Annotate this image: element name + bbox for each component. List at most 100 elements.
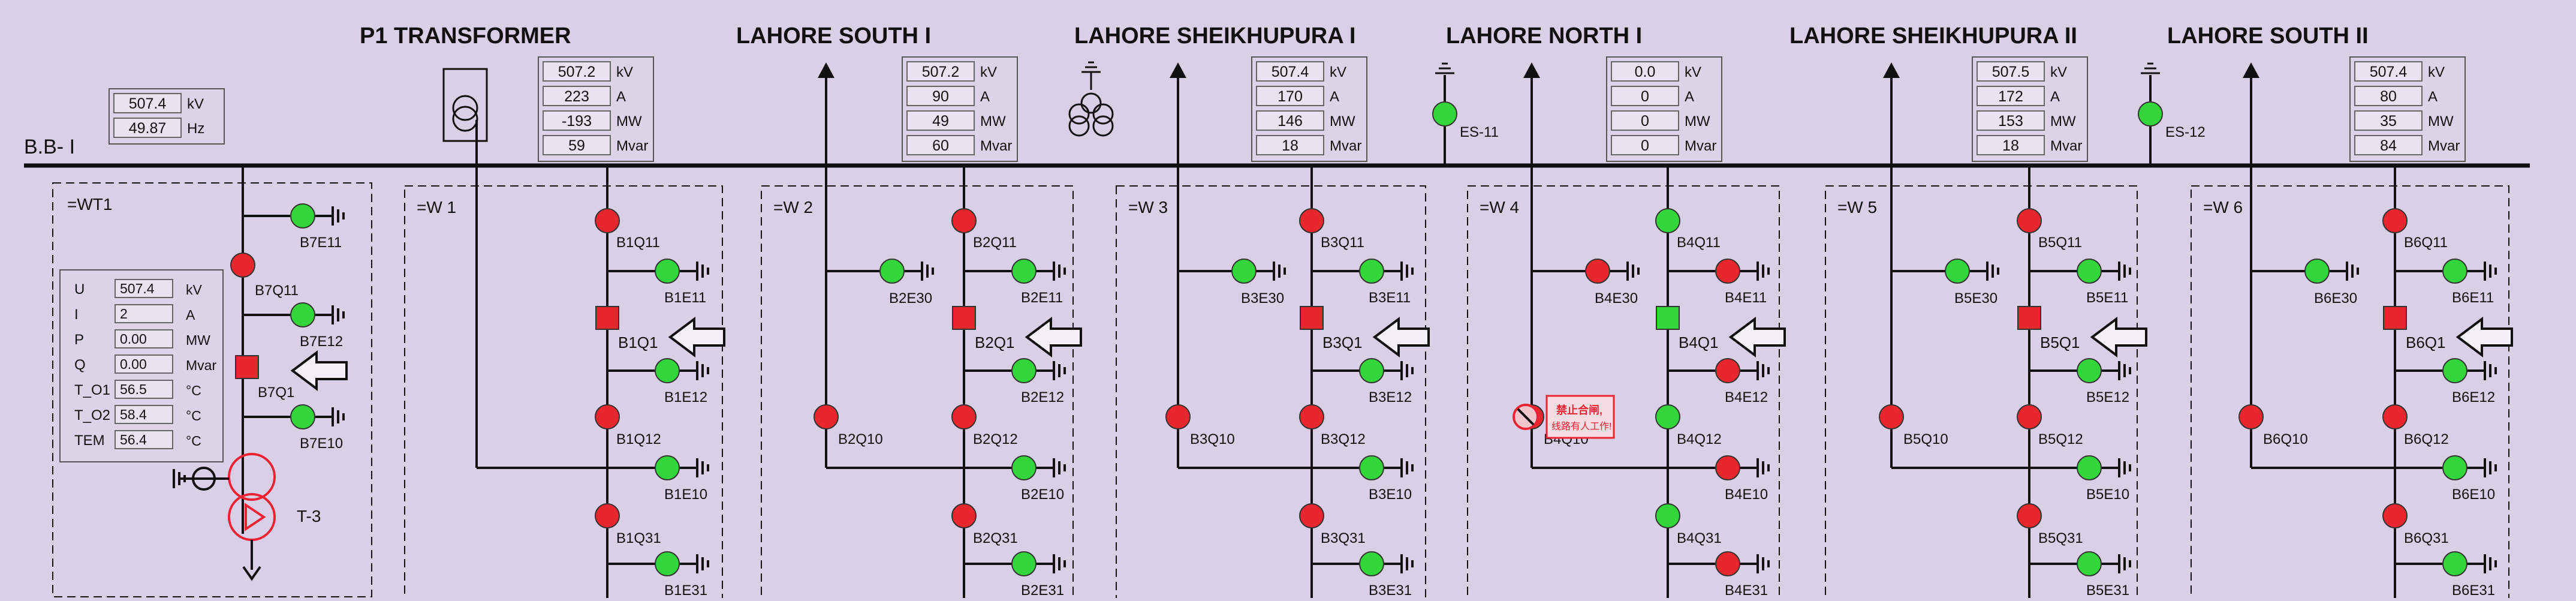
q12-switch-3[interactable] [1299,404,1324,429]
e12-2-switch[interactable] [1011,358,1037,383]
e12-5-label: B5E12 [2086,389,2129,405]
bay-meter-panel-4-value: 0 [1641,137,1649,154]
e11-6-switch[interactable] [2442,259,2467,284]
q12-switch-2[interactable] [951,404,977,429]
e31-5-ground-icon [2118,554,2131,573]
b7e12-switch[interactable] [290,302,315,327]
select-arrow-button-6[interactable] [2456,317,2513,357]
q31-switch-6[interactable] [2382,503,2408,528]
e10-5-switch[interactable] [2077,455,2102,480]
bay-meter-panel-2-unit: Mvar [980,138,1012,154]
stat-unit: °C [186,408,201,423]
b7e10-switch[interactable] [290,404,315,429]
q1-breaker-2[interactable] [952,306,976,330]
q12-switch-1[interactable] [595,404,620,429]
e12-5-switch[interactable] [2077,358,2102,383]
bay-meter-panel-2-unit: kV [980,64,997,80]
b7e11-switch[interactable] [290,203,315,229]
q11-switch-5[interactable] [2017,208,2042,233]
q11-switch-1[interactable] [595,208,620,233]
select-arrow-button-3[interactable] [1372,317,1430,357]
voltage-transformer-winding-icon [1068,103,1090,125]
bay-title-2: LAHORE SOUTH I [736,23,931,49]
e11-3-label: B3E11 [1369,290,1411,306]
e10-1-switch[interactable] [655,455,680,480]
neutral-switch-icon[interactable] [192,467,216,491]
b7q1-breaker[interactable] [235,355,259,379]
q31-switch-3[interactable] [1299,503,1324,528]
q11-label-3: B3Q11 [1321,235,1364,251]
e11-3-switch[interactable] [1359,259,1384,284]
q1-breaker-3[interactable] [1300,306,1324,330]
q11-switch-6[interactable] [2382,208,2408,233]
bay-id-2: =W 2 [773,198,813,217]
q10-switch-6[interactable] [2238,404,2264,429]
e10-6-switch[interactable] [2442,455,2467,480]
warning-tag-line1: 禁止合闸, [1556,404,1602,416]
e11-4-label: B4E11 [1725,290,1767,306]
e11-5-ground-icon [2118,262,2131,281]
stat-value-cell [115,430,173,449]
select-arrow-button-4[interactable] [1728,317,1786,357]
e31-6-switch[interactable] [2442,551,2467,576]
q31-switch-2[interactable] [951,503,977,528]
select-arrow-button-2[interactable] [1025,317,1082,357]
bay-meter-panel-2-unit: MW [980,113,1006,130]
e30-switch-2[interactable] [879,259,905,284]
b7q11-switch[interactable] [230,253,255,278]
q10-switch-5[interactable] [1879,404,1904,429]
transformer-bay-frame [52,182,372,597]
bay-meter-panel-1-value-cell [543,110,611,131]
q1-breaker-6[interactable] [2383,306,2407,330]
es-12-switch[interactable] [2138,101,2163,127]
q31-switch-1[interactable] [595,503,620,528]
e31-4-switch[interactable] [1715,551,1740,576]
bay-frame-2 [761,185,1074,600]
q10-switch-2[interactable] [814,404,839,429]
bay-meter-panel-4-unit: kV [1685,64,1701,80]
e31-3-switch[interactable] [1359,551,1384,576]
q1-breaker-1[interactable] [595,306,619,330]
q12-switch-6[interactable] [2382,404,2408,429]
q12-switch-4[interactable] [1655,404,1680,429]
e30-switch-6[interactable] [2304,259,2330,284]
e31-2-switch[interactable] [1011,551,1037,576]
stat-value: 0.00 [120,356,147,372]
q12-switch-5[interactable] [2017,404,2042,429]
e11-4-switch[interactable] [1715,259,1740,284]
e11-1-switch[interactable] [655,259,680,284]
bay-title-6: LAHORE SOUTH II [2167,23,2369,49]
e31-1-switch[interactable] [655,551,680,576]
e31-2-label: B2E31 [1021,582,1064,598]
e10-4-label: B4E10 [1725,486,1768,503]
e11-5-switch[interactable] [2077,259,2102,284]
q1-breaker-5[interactable] [2017,306,2041,330]
q31-switch-4[interactable] [1655,503,1680,528]
e11-4-ground-icon [1756,262,1770,281]
bay-meter-panel-1-value: 59 [568,137,585,154]
e12-4-switch[interactable] [1715,358,1740,383]
q1-breaker-4[interactable] [1656,306,1680,330]
e12-3-switch[interactable] [1359,358,1384,383]
q11-switch-4[interactable] [1655,208,1680,233]
q11-switch-3[interactable] [1299,208,1324,233]
e30-switch-3[interactable] [1231,259,1257,284]
bay-meter-panel-3-value: 18 [1282,137,1298,154]
e30-switch-5[interactable] [1945,259,1970,284]
e10-4-switch[interactable] [1715,455,1740,480]
e10-3-switch[interactable] [1359,455,1384,480]
e11-2-switch[interactable] [1011,259,1037,284]
b7-select-arrow-button[interactable] [290,350,348,391]
q10-switch-3[interactable] [1165,404,1191,429]
select-arrow-button-1[interactable] [668,317,725,357]
stat-value: 507.4 [120,281,155,296]
e12-6-switch[interactable] [2442,358,2467,383]
e10-2-switch[interactable] [1011,455,1037,480]
e30-switch-4[interactable] [1585,259,1610,284]
e12-1-switch[interactable] [655,358,680,383]
select-arrow-button-5[interactable] [2090,317,2147,357]
q31-switch-5[interactable] [2017,503,2042,528]
es-11-switch[interactable] [1432,101,1457,127]
e31-5-switch[interactable] [2077,551,2102,576]
q11-switch-2[interactable] [951,208,977,233]
